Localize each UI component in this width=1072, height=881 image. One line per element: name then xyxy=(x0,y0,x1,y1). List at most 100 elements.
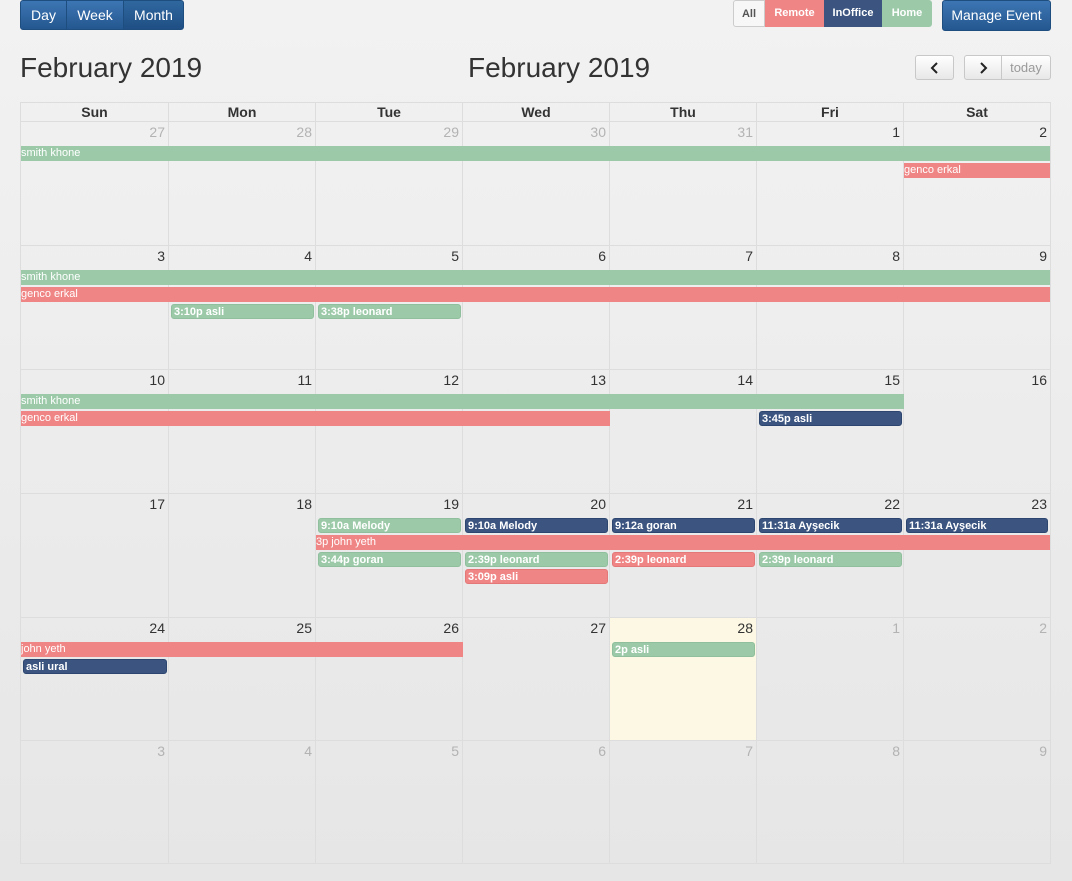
day-cell[interactable]: 2 xyxy=(904,618,1050,741)
day-number: 6 xyxy=(598,743,606,759)
day-number: 31 xyxy=(737,124,753,140)
day-cell[interactable]: 10 xyxy=(21,370,169,494)
day-cell[interactable]: 8 xyxy=(757,246,904,370)
day-cell[interactable]: 23 xyxy=(904,494,1050,618)
prev-button[interactable] xyxy=(915,55,954,80)
day-number: 12 xyxy=(443,372,459,388)
day-cell[interactable]: 30 xyxy=(463,122,610,246)
calendar-event[interactable]: 3:38p leonard xyxy=(318,304,461,319)
filter-remote-button[interactable]: Remote xyxy=(765,0,824,27)
view-day-button[interactable]: Day xyxy=(20,0,67,30)
day-cell[interactable]: 15 xyxy=(757,370,904,494)
day-cell[interactable]: 24 xyxy=(21,618,169,741)
day-cell[interactable]: 6 xyxy=(463,741,610,863)
day-cell[interactable]: 4 xyxy=(169,741,316,863)
day-cell[interactable]: 13 xyxy=(463,370,610,494)
filter-all-button[interactable]: All xyxy=(733,0,765,27)
day-number: 3 xyxy=(157,248,165,264)
calendar-event[interactable]: genco erkal xyxy=(21,411,610,426)
calendar-event[interactable]: 3:09p asli xyxy=(465,569,608,584)
day-number: 25 xyxy=(296,620,312,636)
calendar-event[interactable]: 2:39p leonard xyxy=(612,552,755,567)
day-cell[interactable]: 5 xyxy=(316,741,463,863)
day-cell[interactable]: 27 xyxy=(21,122,169,246)
day-cell[interactable]: 3 xyxy=(21,246,169,370)
day-cell[interactable]: 4 xyxy=(169,246,316,370)
day-cell[interactable]: 7 xyxy=(610,741,757,863)
day-cell[interactable]: 1 xyxy=(757,122,904,246)
calendar-event[interactable]: 11:31a Ayşecik xyxy=(906,518,1048,533)
day-number: 9 xyxy=(1039,743,1047,759)
day-cell[interactable]: 16 xyxy=(904,370,1050,494)
day-cell[interactable]: 26 xyxy=(316,618,463,741)
calendar-event[interactable]: smith khone xyxy=(21,146,1050,161)
day-cell[interactable]: 17 xyxy=(21,494,169,618)
chevron-right-icon xyxy=(980,61,988,74)
day-number: 17 xyxy=(149,496,165,512)
day-number: 20 xyxy=(590,496,606,512)
manage-event-button[interactable]: Manage Event xyxy=(942,0,1051,31)
day-cell[interactable]: 5 xyxy=(316,246,463,370)
day-number: 6 xyxy=(598,248,606,264)
day-cell[interactable]: 9 xyxy=(904,741,1050,863)
calendar-event[interactable]: 2p asli xyxy=(612,642,755,657)
calendar-event[interactable]: 3:10p asli xyxy=(171,304,314,319)
day-cell[interactable]: 14 xyxy=(610,370,757,494)
day-cell[interactable]: 27 xyxy=(463,618,610,741)
calendar-event[interactable]: 9:10a Melody xyxy=(465,518,608,533)
day-cell[interactable]: 28 xyxy=(610,618,757,741)
calendar-event[interactable]: genco erkal xyxy=(21,287,1050,302)
calendar-event[interactable]: 3p john yeth xyxy=(316,535,1050,550)
day-cell[interactable]: 28 xyxy=(169,122,316,246)
day-number: 21 xyxy=(737,496,753,512)
day-number: 7 xyxy=(745,743,753,759)
calendar-event[interactable]: 3:45p asli xyxy=(759,411,902,426)
day-cell[interactable]: 6 xyxy=(463,246,610,370)
filter-inoffice-button[interactable]: InOffice xyxy=(824,0,882,27)
calendar-event[interactable]: 11:31a Ayşecik xyxy=(759,518,902,533)
calendar-event[interactable]: genco erkal xyxy=(904,163,1050,178)
day-cell[interactable]: 29 xyxy=(316,122,463,246)
chevron-left-icon xyxy=(930,61,938,74)
today-button[interactable]: today xyxy=(1001,55,1051,80)
day-cell[interactable]: 3 xyxy=(21,741,169,863)
calendar-event[interactable]: 3:44p goran xyxy=(318,552,461,567)
day-number: 30 xyxy=(590,124,606,140)
day-number: 2 xyxy=(1039,124,1047,140)
day-cell[interactable]: 20 xyxy=(463,494,610,618)
day-cell[interactable]: 9 xyxy=(904,246,1050,370)
day-cell[interactable]: 8 xyxy=(757,741,904,863)
calendar-event[interactable]: 9:12a goran xyxy=(612,518,755,533)
day-cell[interactable]: 22 xyxy=(757,494,904,618)
filter-home-button[interactable]: Home xyxy=(882,0,932,27)
page-title: February 2019 xyxy=(20,52,203,83)
day-cell[interactable]: 12 xyxy=(316,370,463,494)
calendar-event[interactable]: smith khone xyxy=(21,270,1050,285)
day-number: 23 xyxy=(1031,496,1047,512)
calendar-event[interactable]: asli ural xyxy=(23,659,167,674)
day-cell[interactable]: 1 xyxy=(757,618,904,741)
next-button[interactable] xyxy=(964,55,1002,80)
calendar-event[interactable]: 2:39p leonard xyxy=(759,552,902,567)
day-number: 1 xyxy=(892,620,900,636)
calendar-event[interactable]: 9:10a Melody xyxy=(318,518,461,533)
day-number: 13 xyxy=(590,372,606,388)
day-number: 24 xyxy=(149,620,165,636)
day-cell[interactable]: 19 xyxy=(316,494,463,618)
view-month-button[interactable]: Month xyxy=(123,0,184,30)
weekday-header-sun: Sun xyxy=(21,103,169,122)
day-cell[interactable]: 2 xyxy=(904,122,1050,246)
day-cell[interactable]: 25 xyxy=(169,618,316,741)
day-number: 18 xyxy=(296,496,312,512)
day-cell[interactable]: 11 xyxy=(169,370,316,494)
calendar-event[interactable]: john yeth xyxy=(21,642,463,657)
day-number: 3 xyxy=(157,743,165,759)
calendar-event[interactable]: smith khone xyxy=(21,394,904,409)
day-cell[interactable]: 7 xyxy=(610,246,757,370)
day-cell[interactable]: 18 xyxy=(169,494,316,618)
calendar-event[interactable]: 2:39p leonard xyxy=(465,552,608,567)
day-number: 15 xyxy=(884,372,900,388)
day-cell[interactable]: 31 xyxy=(610,122,757,246)
day-cell[interactable]: 21 xyxy=(610,494,757,618)
view-week-button[interactable]: Week xyxy=(66,0,124,30)
